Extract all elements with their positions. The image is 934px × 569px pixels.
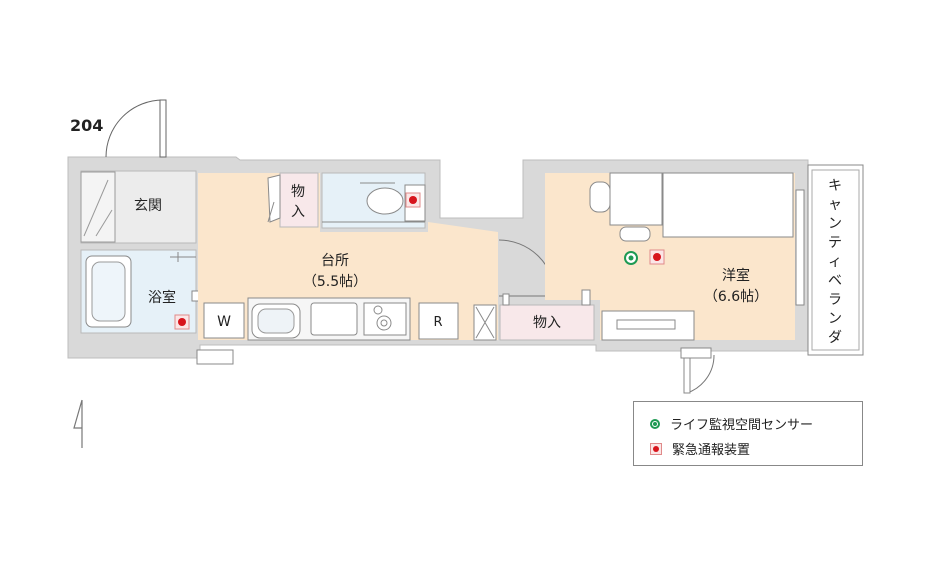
alarm-marker-bath bbox=[174, 314, 190, 330]
unit-number: 204 bbox=[70, 116, 103, 135]
legend-sensor-row: ライフ監視空間センサー bbox=[650, 414, 813, 433]
kitchen-label: 台所 bbox=[321, 253, 349, 269]
service-door bbox=[686, 354, 715, 394]
entrance-label: 玄関 bbox=[134, 197, 162, 214]
bath-label: 浴室 bbox=[148, 289, 176, 306]
alarm-marker-western bbox=[649, 249, 665, 265]
balcony-label-char: テ bbox=[828, 235, 842, 251]
desk-chair bbox=[589, 181, 611, 213]
washer-space bbox=[203, 302, 245, 339]
balcony-label-char: ラ bbox=[828, 292, 842, 308]
entrance-door bbox=[105, 99, 164, 158]
balcony-label-char: ン bbox=[828, 216, 842, 232]
desk bbox=[609, 172, 663, 226]
storage-top-label-1: 物 bbox=[291, 184, 305, 200]
storage-bottom-floor bbox=[499, 304, 595, 341]
sensor-icon bbox=[650, 418, 660, 429]
sink bbox=[310, 302, 358, 336]
legend: ライフ監視空間センサー 緊急通報装置 bbox=[633, 401, 863, 466]
legend-sensor-text: ライフ監視空間センサー bbox=[670, 418, 814, 433]
legend-alarm-row: 緊急通報装置 bbox=[650, 439, 750, 458]
storage-bottom-label: 物入 bbox=[533, 315, 561, 331]
alarm-marker-toilet bbox=[405, 192, 421, 208]
balcony-label-char: ャ bbox=[828, 197, 842, 213]
western-room-size-label: （6.6帖） bbox=[704, 289, 768, 305]
bed bbox=[662, 172, 794, 238]
western-room-label: 洋室 bbox=[722, 267, 750, 284]
alarm-icon bbox=[650, 442, 662, 455]
sensor-marker-western bbox=[624, 251, 638, 265]
balcony-label-char: ベ bbox=[828, 273, 842, 289]
balcony-label-char: ダ bbox=[828, 330, 842, 346]
north-arrow-icon bbox=[73, 399, 83, 448]
storage-top-floor bbox=[279, 172, 319, 228]
fridge-space bbox=[418, 302, 459, 340]
kitchen-size-label: （5.5帖） bbox=[303, 274, 367, 290]
fridge-label: R bbox=[433, 315, 442, 330]
balcony-label-char: ン bbox=[828, 311, 842, 327]
balcony-label-char: キ bbox=[828, 178, 842, 194]
storage-top-label-2: 入 bbox=[291, 204, 305, 220]
legend-alarm-text: 緊急通報装置 bbox=[672, 443, 751, 458]
washer-label: W bbox=[217, 314, 231, 330]
toilet-bowl bbox=[366, 187, 404, 215]
balcony-label-char: ィ bbox=[828, 254, 842, 270]
